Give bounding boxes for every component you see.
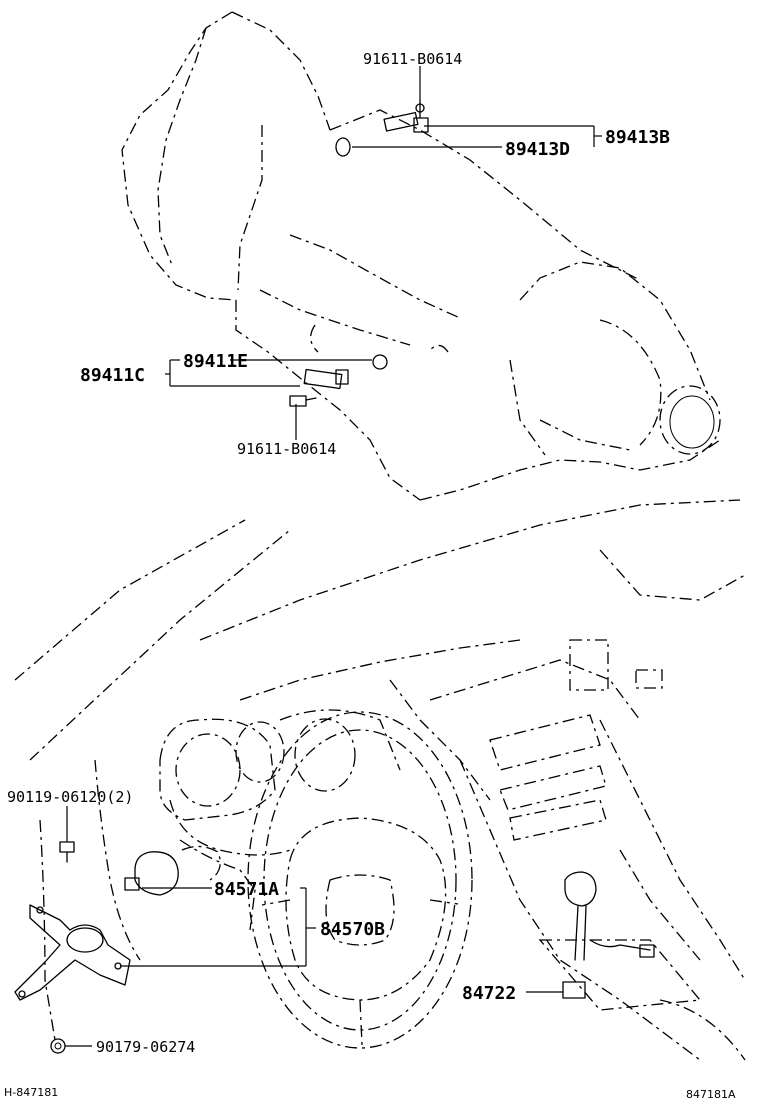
instrument-cluster <box>159 709 401 856</box>
label-switch-a: 84571A <box>214 879 279 900</box>
part-labels: 91611-B0614 89413B 89413D 89411E 89411C … <box>7 50 670 1056</box>
dashboard-view <box>14 499 746 1061</box>
leader-lines-bottom <box>65 806 563 1047</box>
speed-sensor-bottom <box>289 354 388 407</box>
speed-sensor-top <box>335 99 429 157</box>
label-nut: 90179-06274 <box>96 1038 195 1056</box>
label-bracket-b: 84570B <box>320 919 385 940</box>
label-sensor-e: 89411E <box>183 351 248 372</box>
switch-assembly <box>124 845 221 896</box>
footer-right-code: 847181A <box>686 1088 736 1101</box>
footer-left-code: H-847181 <box>4 1086 58 1099</box>
steering-bracket <box>14 904 131 1001</box>
transmission-assembly <box>121 11 721 501</box>
nut <box>50 1038 66 1054</box>
shift-lever <box>538 871 702 1011</box>
label-sensor-c: 89411C <box>80 365 145 386</box>
screw <box>59 841 75 863</box>
label-screw: 90119-06120(2) <box>7 788 133 806</box>
steering-wheel <box>247 711 473 1049</box>
label-bolt-bottom: 91611-B0614 <box>237 440 336 458</box>
label-shift-switch: 84722 <box>462 983 516 1004</box>
label-bolt-top: 91611-B0614 <box>363 50 462 68</box>
label-sensor-d: 89413D <box>505 139 570 160</box>
leader-lines-top <box>165 66 602 440</box>
label-sensor-b: 89413B <box>605 127 670 148</box>
